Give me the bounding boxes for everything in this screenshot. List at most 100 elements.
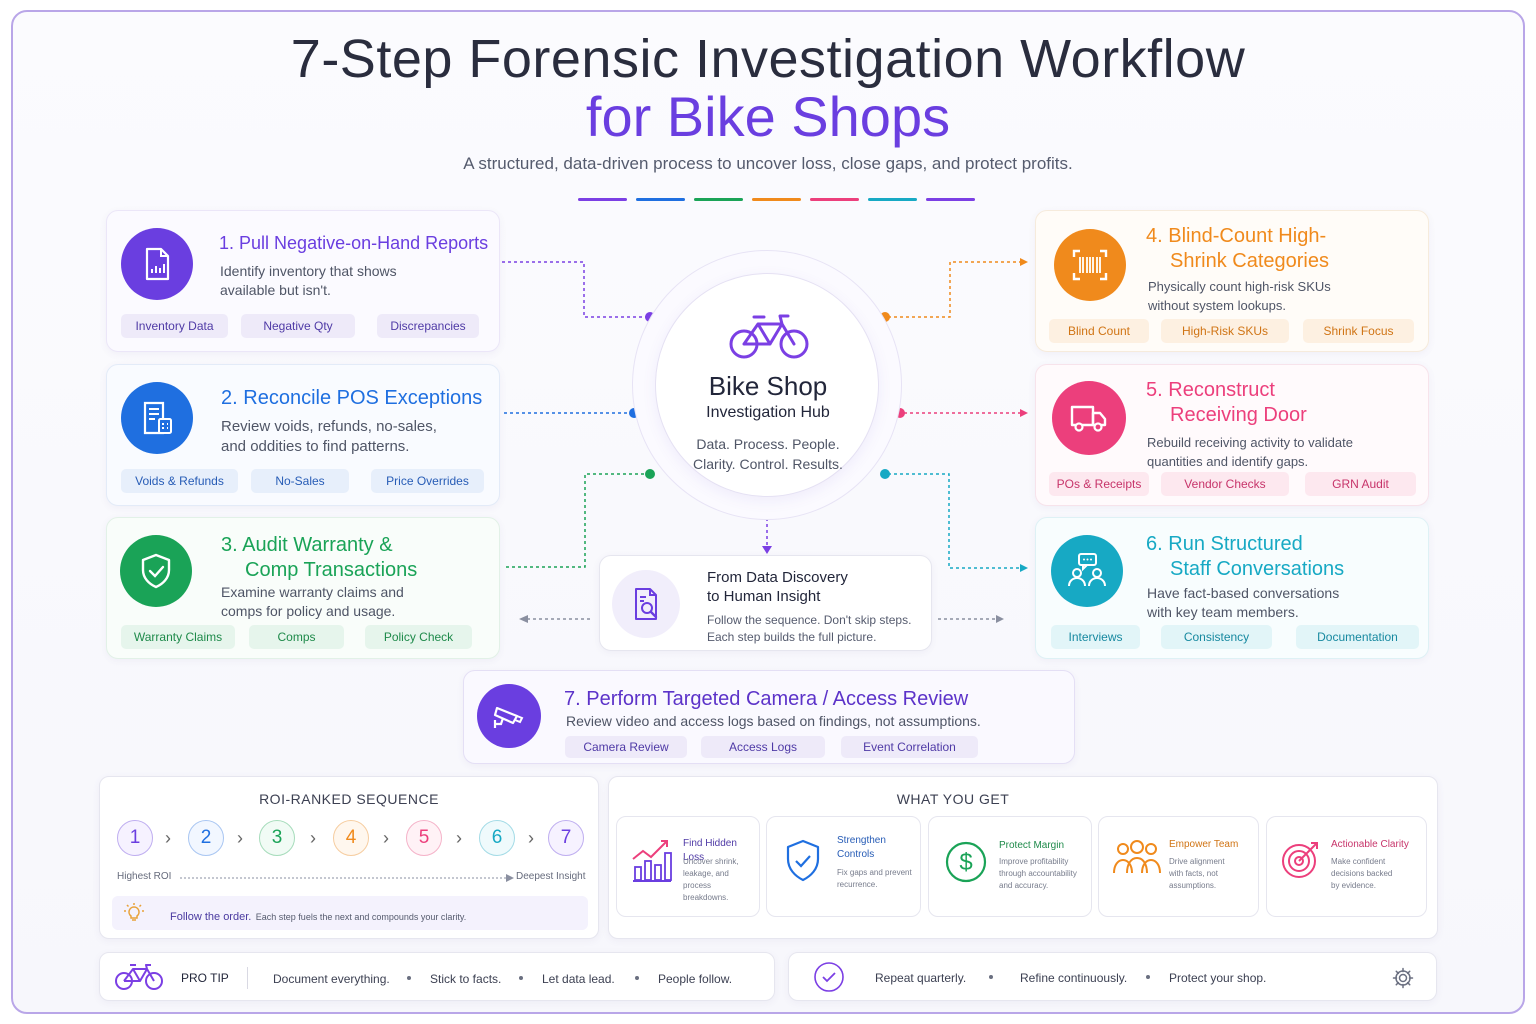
shield-check-icon	[786, 839, 820, 882]
color-bar	[926, 198, 975, 201]
step-2-title: 2. Reconcile POS Exceptions	[221, 387, 483, 409]
benefit-title: Find Hidden Loss	[683, 838, 737, 863]
bicycle-icon	[115, 964, 163, 990]
step-3-tags: Warranty Claims Comps Policy Check	[121, 625, 472, 649]
roi-progress-line	[180, 874, 514, 882]
bullet	[989, 975, 993, 979]
target-icon	[1282, 842, 1318, 878]
tag: Inventory Data	[121, 314, 228, 338]
hub-subtitle: Investigation Hub	[706, 404, 830, 421]
footer-item: Let data lead.	[542, 972, 615, 986]
pro-tip-label: PRO TIP	[181, 971, 229, 985]
arrow-insight-left	[519, 615, 528, 623]
step-card-2[interactable]: 2. Reconcile POS Exceptions Review voids…	[106, 364, 500, 506]
step-card-4[interactable]: 4. Blind-Count High-Shrink Categories Ph…	[1035, 210, 1429, 352]
color-bar	[694, 198, 743, 201]
barcode-scan-icon	[1072, 249, 1108, 281]
document-search-icon	[635, 588, 658, 620]
roi-title: ROI-RANKED SEQUENCE	[259, 791, 439, 807]
investigation-hub: Bike Shop Investigation Hub Data. Proces…	[655, 273, 879, 497]
connector-step-3	[506, 473, 648, 568]
step-5-tags: POs & Receipts Vendor Checks GRN Audit	[1049, 472, 1416, 496]
roi-step-6: 6	[479, 820, 515, 856]
step-7-tags: Camera Review Access Logs Event Correlat…	[565, 736, 978, 758]
benefit-title: Protect Margin	[999, 840, 1065, 851]
tag: Policy Check	[365, 625, 472, 649]
tag: Shrink Focus	[1303, 319, 1414, 343]
step-1-tags: Inventory Data Negative Qty Discrepancie…	[121, 314, 479, 338]
pro-tip-bar: PRO TIP Document everything. Stick to fa…	[99, 952, 775, 1001]
roi-step-2: 2	[188, 820, 224, 856]
tag: Negative Qty	[241, 314, 355, 338]
step-card-1[interactable]: 1. Pull Negative-on-Hand Reports Identif…	[106, 210, 500, 352]
gear-icon[interactable]	[1392, 967, 1414, 989]
step-1-title: 1. Pull Negative-on-Hand Reports	[219, 233, 489, 253]
step-card-7[interactable]: 7. Perform Targeted Camera / Access Revi…	[463, 670, 1075, 764]
hub-line-1: Data. Process. People.	[696, 436, 840, 452]
color-bars	[578, 198, 975, 201]
insight-desc: Follow the sequence. Don't skip steps.Ea…	[707, 613, 912, 644]
tag: Comps	[249, 625, 344, 649]
page-title: 7-Step Forensic Investigation Workflow	[290, 29, 1246, 89]
people-chat-icon	[1068, 553, 1106, 587]
step-7-desc: Review video and access logs based on fi…	[566, 713, 981, 729]
chevron-right-icon: ›	[310, 828, 316, 848]
step-2-icon-circle	[121, 382, 193, 454]
footer-item: Document everything.	[273, 972, 390, 986]
team-icon	[1113, 840, 1161, 874]
chevron-right-icon: ›	[383, 828, 389, 848]
bullet	[635, 976, 639, 980]
cadence-bar: Repeat quarterly. Refine continuously. P…	[788, 952, 1437, 1001]
roi-step-1: 1	[117, 820, 153, 856]
tag: Access Logs	[701, 736, 825, 758]
bullet	[407, 976, 411, 980]
chevron-right-icon: ›	[165, 828, 171, 848]
tag: Interviews	[1051, 625, 1140, 649]
step-3-icon-circle	[120, 535, 192, 607]
divider	[247, 967, 248, 989]
step-1-icon-circle	[121, 228, 193, 300]
step-card-3[interactable]: 3. Audit Warranty &Comp Transactions Exa…	[106, 517, 500, 659]
arrow-step-4	[1020, 258, 1028, 266]
chevron-right-icon: ›	[528, 828, 534, 848]
color-bar	[868, 198, 917, 201]
benefit-find-hidden-loss: Find Hidden Loss Uncover shrink,leakage,…	[616, 816, 760, 917]
tag: Vendor Checks	[1161, 472, 1289, 496]
step-3-title: 3. Audit Warranty &Comp Transactions	[221, 534, 418, 581]
bicycle-icon	[729, 314, 809, 359]
arrow-step-6	[1020, 564, 1028, 572]
check-circle-icon	[814, 962, 844, 992]
tag: Event Correlation	[841, 736, 978, 758]
step-7-title: 7. Perform Targeted Camera / Access Revi…	[564, 688, 969, 710]
node-step-3	[645, 469, 655, 479]
arrow-insight-right	[996, 615, 1004, 623]
roi-step-3: 3	[259, 820, 295, 856]
step-6-icon-circle	[1051, 535, 1123, 607]
step-6-tags: Interviews Consistency Documentation	[1051, 625, 1419, 649]
color-bar	[752, 198, 801, 201]
tag: Consistency	[1161, 625, 1272, 649]
roi-tip-text: Follow the order. Each step fuels the ne…	[170, 911, 467, 923]
chevron-right-icon: ›	[456, 828, 462, 848]
tag: Price Overrides	[371, 469, 484, 493]
step-4-tags: Blind Count High-Risk SKUs Shrink Focus	[1049, 319, 1414, 343]
bullet	[519, 976, 523, 980]
color-bar	[636, 198, 685, 201]
security-camera-icon	[493, 706, 524, 728]
step-2-tags: Voids & Refunds No-Sales Price Overrides	[121, 469, 484, 493]
receipt-register-icon	[143, 401, 172, 435]
